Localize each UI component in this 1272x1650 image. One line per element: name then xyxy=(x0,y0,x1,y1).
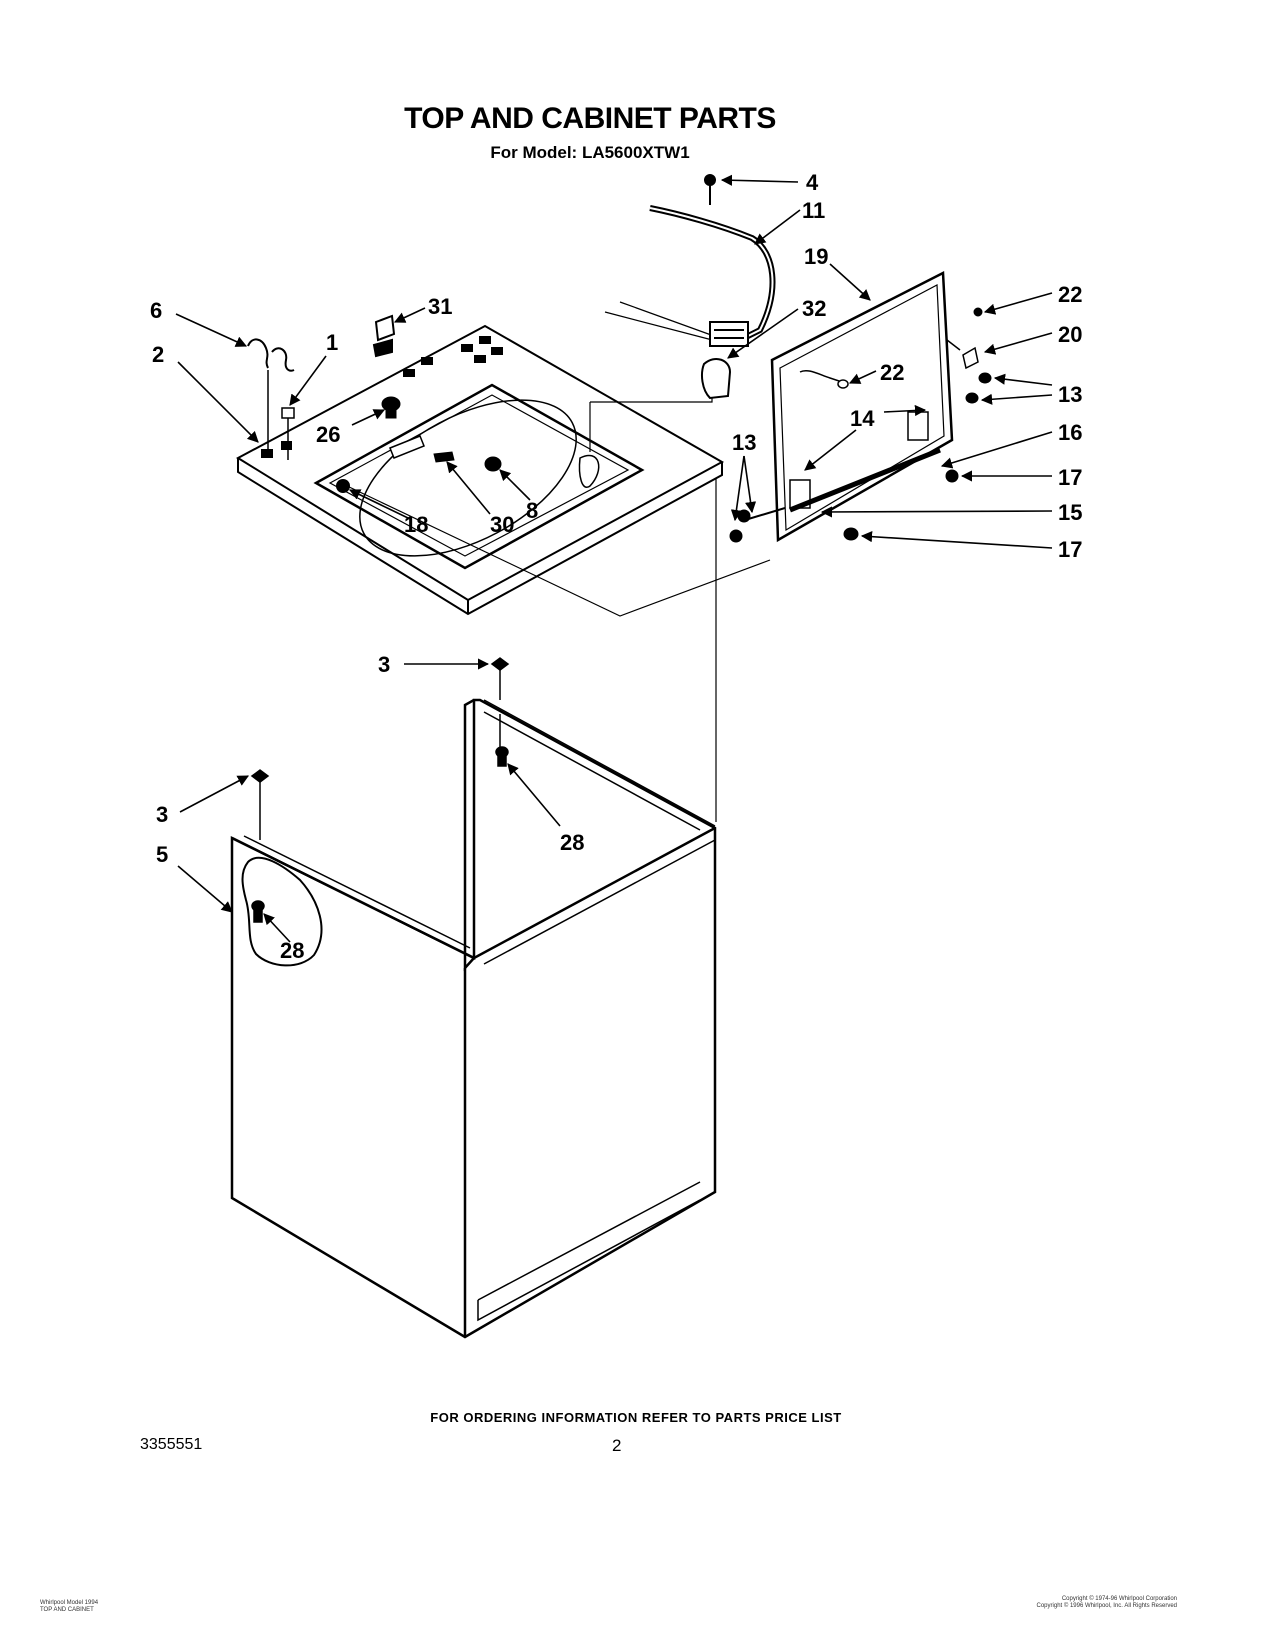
footer-left-line: TOP AND CABINET xyxy=(40,1607,94,1613)
part-30 xyxy=(389,435,455,463)
footer-left-line: Whirlpool Model 1994 xyxy=(40,1600,99,1606)
screws-parts xyxy=(267,370,295,460)
clip-part xyxy=(372,314,396,358)
lid-spring-part xyxy=(247,338,295,372)
assembly-leader-lines xyxy=(344,301,771,822)
washer-lid xyxy=(770,271,979,543)
washer-cabinet xyxy=(230,698,717,1339)
part-18 xyxy=(336,479,350,493)
callout-11: 11 xyxy=(802,198,825,223)
callout-19: 19 xyxy=(804,244,828,269)
callout-17: 17 xyxy=(1058,465,1082,490)
callout-3: 3 xyxy=(156,802,168,827)
callout-22: 22 xyxy=(1058,282,1082,307)
callout-13: 13 xyxy=(1058,382,1082,407)
callout-13: 13 xyxy=(732,430,756,455)
washer-top-panel xyxy=(235,324,725,616)
callout-28: 28 xyxy=(560,830,584,855)
inlet-hose-part xyxy=(649,174,776,347)
callout-4: 4 xyxy=(806,170,819,195)
callout-31: 31 xyxy=(428,294,452,319)
callout-30: 30 xyxy=(490,512,514,537)
footer-left: Whirlpool Model 1994 TOP AND CABINET xyxy=(40,1600,98,1614)
footer-right: Copyright © 1974-96 Whirlpool Corporatio… xyxy=(1037,1596,1177,1610)
callout-20: 20 xyxy=(1058,322,1082,347)
page-title: TOP AND CABINET PARTS xyxy=(404,102,776,135)
callout-28: 28 xyxy=(280,938,304,963)
callout-8: 8 xyxy=(526,498,538,523)
callout-32: 32 xyxy=(802,296,826,321)
footer-right-line: Copyright © 1974-96 Whirlpool Corporatio… xyxy=(1061,1596,1177,1602)
callout-6: 6 xyxy=(150,298,162,323)
callout-3: 3 xyxy=(378,652,390,677)
lid-bumper-part xyxy=(701,357,732,400)
cabinet-cutout xyxy=(241,856,323,967)
cabinet-fasteners xyxy=(250,657,510,923)
footer-right-line: Copyright © 1996 Whirlpool, Inc. All Rig… xyxy=(1036,1603,1177,1609)
callout-16: 16 xyxy=(1058,420,1082,445)
callout-5: 5 xyxy=(156,842,168,867)
callout-26: 26 xyxy=(316,422,340,447)
ordering-note: FOR ORDERING INFORMATION REFER TO PARTS … xyxy=(430,1410,842,1425)
callout-15: 15 xyxy=(1058,500,1082,525)
callout-22: 22 xyxy=(880,360,904,385)
model-subtitle: For Model: LA5600XTW1 xyxy=(490,143,690,162)
callout-14: 14 xyxy=(850,406,875,431)
page-number: 2 xyxy=(612,1436,622,1455)
document-number: 3355551 xyxy=(140,1436,203,1453)
knob-part xyxy=(381,396,401,419)
callout-2: 2 xyxy=(152,342,164,367)
part-8 xyxy=(484,456,502,472)
lid-fasteners xyxy=(729,307,992,543)
callout-18: 18 xyxy=(404,512,428,537)
callout-labels: 4 11 19 22 20 22 13 14 16 17 15 17 13 32… xyxy=(150,170,1082,963)
callout-1: 1 xyxy=(326,330,338,355)
callout-17: 17 xyxy=(1058,537,1082,562)
callout-arrows xyxy=(175,174,1053,943)
